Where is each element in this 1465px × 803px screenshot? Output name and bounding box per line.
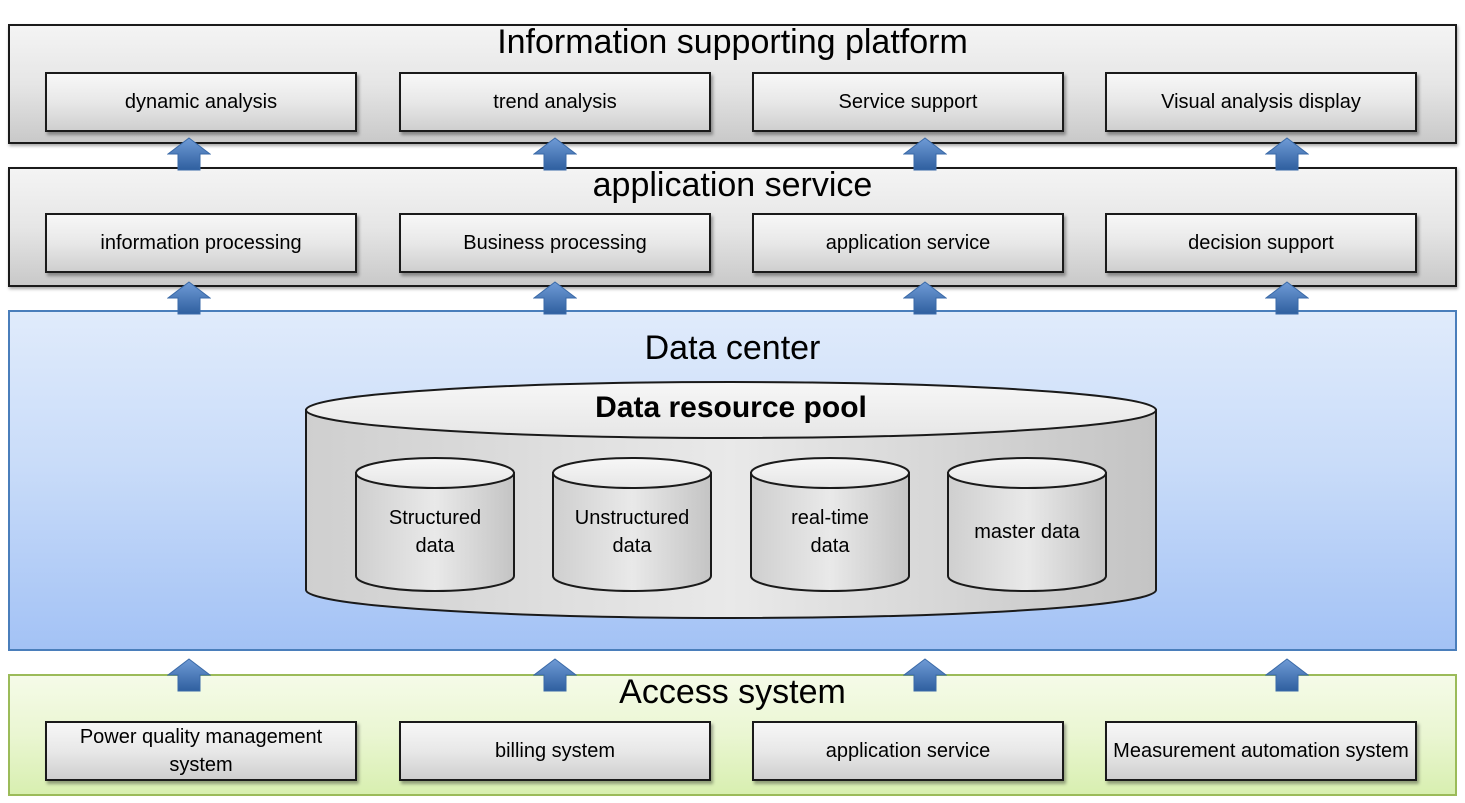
up-arrow-icon (903, 281, 947, 315)
power-quality-management-box: Power quality management system (45, 721, 357, 781)
info-platform-title: Information supporting platform (497, 23, 968, 61)
unstructured-data-cylinder (552, 457, 712, 592)
up-arrow-icon (533, 658, 577, 692)
application-service-box: application service (752, 213, 1064, 273)
data-center-title: Data center (644, 329, 821, 367)
up-arrow-icon (1265, 137, 1309, 171)
up-arrow-icon (167, 658, 211, 692)
structured-data-cylinder (355, 457, 515, 592)
up-arrow-icon (1265, 281, 1309, 315)
up-arrow-icon (167, 137, 211, 171)
access-application-service-box: application service (752, 721, 1064, 781)
master-data-label: master data (974, 521, 1080, 543)
up-arrow-icon (903, 137, 947, 171)
measurement-automation-box: Measurement automation system (1105, 721, 1417, 781)
business-processing-box: Business processing (399, 213, 711, 273)
master-data-cylinder (947, 457, 1107, 592)
application-service-title: application service (592, 166, 873, 204)
information-processing-box: information processing (45, 213, 357, 273)
up-arrow-icon (533, 137, 577, 171)
trend-analysis-box: trend analysis (399, 72, 711, 132)
up-arrow-icon (903, 658, 947, 692)
access-system-title: Access system (619, 673, 846, 711)
dynamic-analysis-box: dynamic analysis (45, 72, 357, 132)
service-support-box: Service support (752, 72, 1064, 132)
visual-analysis-display-box: Visual analysis display (1105, 72, 1417, 132)
up-arrow-icon (167, 281, 211, 315)
up-arrow-icon (1265, 658, 1309, 692)
up-arrow-icon (533, 281, 577, 315)
data-resource-pool-title: Data resource pool (595, 391, 867, 424)
decision-support-box: decision support (1105, 213, 1417, 273)
real-time-data-cylinder (750, 457, 910, 592)
billing-system-box: billing system (399, 721, 711, 781)
